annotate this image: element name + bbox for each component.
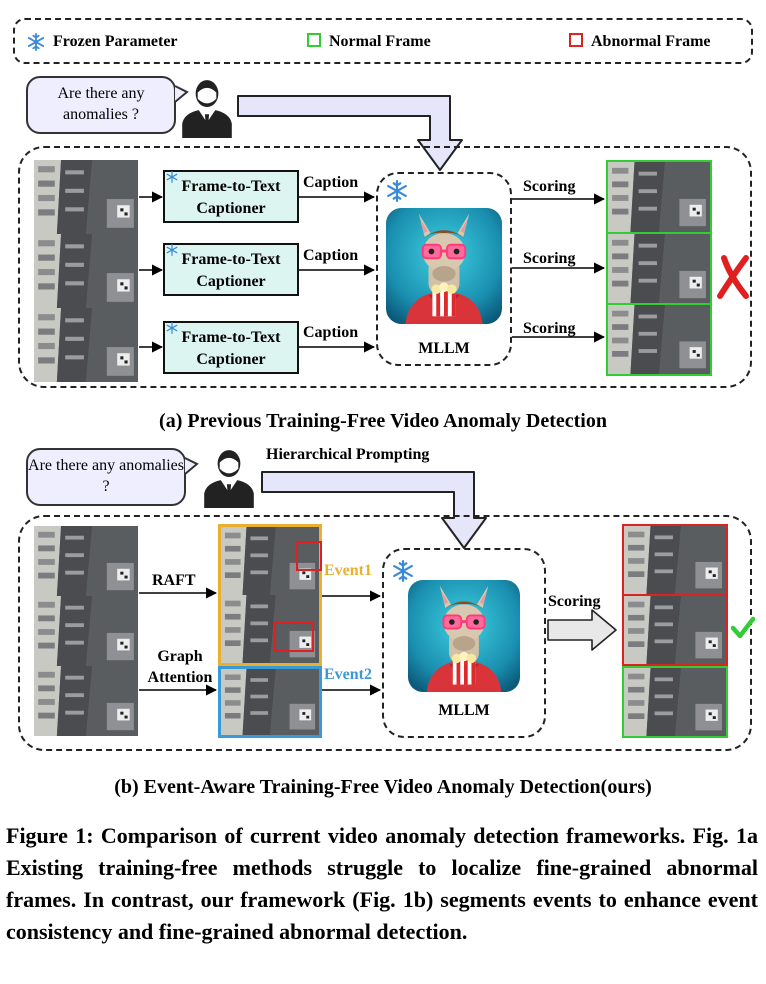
frame-image — [624, 668, 726, 736]
captioner-box: Frame-to-Text Captioner — [163, 243, 299, 296]
event2-label: Event2 — [324, 666, 372, 683]
mllm-label: MLLM — [418, 340, 470, 357]
snowflake-icon — [27, 33, 45, 51]
bubble-tail — [184, 457, 199, 475]
panel-previous — [18, 146, 752, 388]
event1-group — [218, 524, 322, 666]
anomaly-bbox — [296, 541, 322, 571]
caption-label: Caption — [303, 324, 359, 341]
caption-label: Caption — [303, 174, 359, 191]
captioner-box: Frame-to-Text Captioner — [163, 170, 299, 223]
scoring-label: Scoring — [523, 178, 576, 195]
snowflake-icon — [166, 322, 178, 334]
mllm-label: MLLM — [438, 702, 490, 719]
normal-frame-output — [622, 666, 728, 738]
event1-label: Event1 — [324, 562, 372, 579]
scoring-label: Scoring — [548, 593, 601, 610]
panel-b-title: (b) Event-Aware Training-Free Video Anom… — [114, 776, 652, 798]
check-icon — [730, 616, 756, 639]
graph-attention-label: Graph Attention — [147, 648, 213, 686]
event2-group — [218, 666, 322, 738]
figure-caption: Figure 1: Comparison of current video an… — [6, 823, 758, 944]
mllm-box-bottom — [382, 548, 546, 738]
raft-label: RAFT — [152, 572, 196, 589]
captioner-box: Frame-to-Text Captioner — [163, 321, 299, 374]
abnormal-swatch — [569, 33, 583, 47]
legend-frozen: Frozen Parameter — [53, 33, 178, 50]
panel-a-title: (a) Previous Training-Free Video Anomaly… — [159, 410, 607, 432]
caption-label: Caption — [303, 247, 359, 264]
bubble-tail — [174, 85, 189, 103]
scoring-label: Scoring — [523, 250, 576, 267]
question-text: Are there any anomalies ? — [57, 85, 145, 123]
snowflake-icon — [166, 171, 178, 183]
snowflake-icon — [387, 180, 407, 202]
legend-normal: Normal Frame — [329, 33, 431, 50]
legend-abnormal: Abnormal Frame — [591, 33, 711, 50]
normal-swatch — [307, 33, 321, 47]
normal-frames-output — [606, 160, 712, 376]
hierarchical-prompting-label: Hierarchical Prompting — [266, 446, 430, 463]
panel-event-aware — [18, 515, 752, 751]
mllm-box-top — [376, 172, 512, 366]
question-bubble-top: Are there any anomalies ? — [26, 76, 176, 134]
cross-icon — [717, 255, 749, 299]
anomaly-bbox — [274, 622, 314, 652]
snowflake-icon — [393, 560, 413, 582]
scoring-label: Scoring — [523, 320, 576, 337]
question-bubble-bottom: Are there any anomalies ? — [26, 448, 186, 506]
question-text: Are there any anomalies ? — [28, 457, 184, 495]
legend: Frozen Parameter Normal Frame Abnormal F… — [13, 18, 753, 64]
snowflake-icon — [166, 244, 178, 256]
